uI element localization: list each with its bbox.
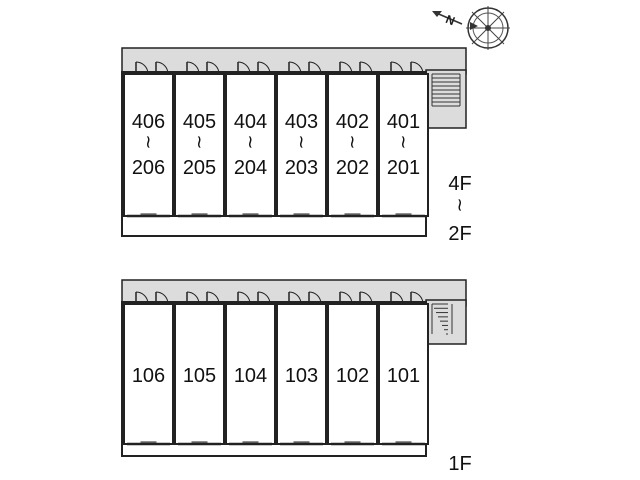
door-icon	[257, 61, 271, 75]
unit-number-separator: ~	[393, 134, 414, 149]
unit-number-separator: ~	[240, 134, 261, 149]
compass: N	[432, 6, 510, 50]
unit-number-top: 406	[132, 111, 165, 133]
unit-number-bottom: 204	[234, 157, 267, 179]
unit-number-separator: ~	[291, 134, 312, 149]
door-icon	[135, 61, 149, 75]
north-arrow-icon	[432, 11, 463, 25]
floor-label-separator: ~	[449, 197, 470, 212]
unit-room	[225, 73, 276, 217]
door-icon	[237, 61, 251, 75]
unit-room	[276, 303, 327, 445]
unit-number-bottom: 202	[336, 157, 369, 179]
unit-101[interactable]: 101	[378, 291, 429, 446]
unit-102[interactable]: 102	[327, 291, 378, 446]
unit-number-bottom: 201	[387, 157, 420, 179]
door-icon	[308, 61, 322, 75]
unit-number-top: 403	[285, 111, 318, 133]
unit-404-204[interactable]: 404~204	[225, 61, 276, 218]
upper-stair-landing	[425, 69, 467, 129]
door-icon	[288, 61, 302, 75]
unit-number: 106	[132, 365, 165, 387]
unit-room	[378, 73, 429, 217]
unit-104[interactable]: 104	[225, 291, 276, 446]
door-icon	[257, 291, 271, 305]
balcony	[127, 213, 170, 218]
balcony	[382, 441, 425, 446]
door-icon	[339, 291, 353, 305]
upper-floor-range: 4F ~ 2F	[448, 173, 471, 245]
upper-staircase-icon	[431, 73, 461, 107]
door-icon	[237, 291, 251, 305]
unit-105[interactable]: 105	[174, 291, 225, 446]
door-icon	[135, 291, 149, 305]
unit-106[interactable]: 106	[123, 291, 174, 446]
door-icon	[206, 291, 220, 305]
unit-room	[327, 73, 378, 217]
balcony	[280, 441, 323, 446]
unit-room	[174, 303, 225, 445]
balcony	[280, 213, 323, 218]
door-icon	[155, 61, 169, 75]
door-icon	[206, 61, 220, 75]
door-icon	[186, 61, 200, 75]
unit-number-top: 401	[387, 111, 420, 133]
door-icon	[186, 291, 200, 305]
door-icon	[390, 291, 404, 305]
balcony	[178, 213, 221, 218]
unit-number: 102	[336, 365, 369, 387]
compass-direction-label: N	[444, 12, 457, 28]
door-icon	[288, 291, 302, 305]
door-icon	[339, 61, 353, 75]
upper-block: 406~206405~205404~204403~203402~202401~2…	[121, 47, 467, 237]
unit-103[interactable]: 103	[276, 291, 327, 446]
door-icon	[155, 291, 169, 305]
unit-number-bottom: 203	[285, 157, 318, 179]
balcony	[331, 213, 374, 218]
unit-number-separator: ~	[342, 134, 363, 149]
unit-room	[276, 73, 327, 217]
unit-number-top: 405	[183, 111, 216, 133]
unit-401-201[interactable]: 401~201	[378, 61, 429, 218]
door-icon	[390, 61, 404, 75]
unit-402-202[interactable]: 402~202	[327, 61, 378, 218]
unit-406-206[interactable]: 406~206	[123, 61, 174, 218]
unit-number-separator: ~	[138, 134, 159, 149]
unit-room	[123, 303, 174, 445]
upper-corridor	[121, 47, 467, 75]
balcony	[382, 213, 425, 218]
floor-label-top: 4F	[448, 173, 471, 195]
unit-number-top: 404	[234, 111, 267, 133]
unit-405-205[interactable]: 405~205	[174, 61, 225, 218]
unit-403-203[interactable]: 403~203	[276, 61, 327, 218]
door-icon	[410, 291, 424, 305]
unit-number-bottom: 205	[183, 157, 216, 179]
balcony	[229, 441, 272, 446]
unit-number: 104	[234, 365, 267, 387]
door-icon	[359, 291, 373, 305]
lower-block: 106 105 104 103 102 101	[121, 279, 467, 457]
lower-staircase-icon	[431, 303, 453, 335]
door-icon	[359, 61, 373, 75]
lower-floor-label: 1F	[448, 453, 471, 475]
balcony	[229, 213, 272, 218]
balcony	[178, 441, 221, 446]
door-icon	[308, 291, 322, 305]
compass-rose-icon	[466, 6, 510, 50]
unit-number: 101	[387, 365, 420, 387]
unit-number: 105	[183, 365, 216, 387]
unit-number: 103	[285, 365, 318, 387]
floor-label-bottom: 2F	[448, 223, 471, 245]
balcony	[127, 441, 170, 446]
unit-room	[378, 303, 429, 445]
door-icon	[410, 61, 424, 75]
balcony	[331, 441, 374, 446]
unit-number-top: 402	[336, 111, 369, 133]
unit-number-separator: ~	[189, 134, 210, 149]
unit-number-bottom: 206	[132, 157, 165, 179]
